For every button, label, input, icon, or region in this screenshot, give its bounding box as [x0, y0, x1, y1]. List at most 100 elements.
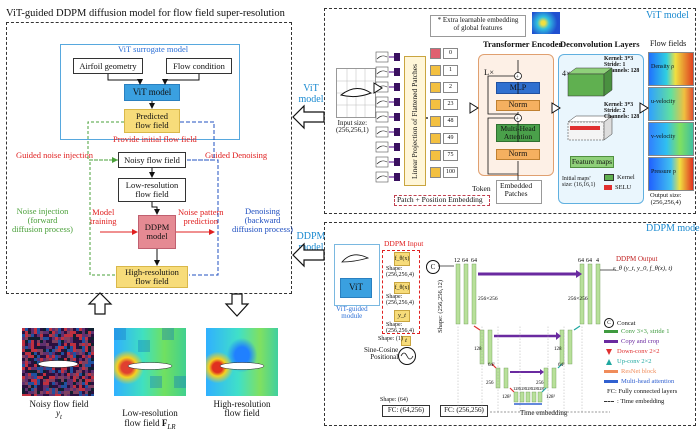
- token-label: Token: [472, 184, 491, 193]
- unet-bar: [471, 263, 477, 325]
- down-arrow-1: [473, 325, 481, 331]
- unet-label: 64: [462, 258, 468, 264]
- unet-bar: [463, 263, 469, 325]
- main-title: ViT-guided DDPM diffusion model for flow…: [6, 8, 285, 19]
- provide-initial-label: Provide initial flow field: [113, 134, 197, 144]
- airfoil-geometry-box: Airfoil geometry: [73, 58, 143, 74]
- ch-128sq-right: 128²: [546, 394, 556, 400]
- vit-guided-label: ViT-guided module: [336, 305, 368, 321]
- unet-label: 4: [596, 258, 599, 264]
- deconv-legend-selu: SELU: [604, 184, 631, 191]
- svg-text:+: +: [516, 117, 520, 123]
- bottom-bar: [537, 391, 543, 403]
- patch-airfoil: [376, 130, 388, 135]
- highres-flow-box: High-resolution flow field: [116, 266, 188, 288]
- unet-bar: [551, 367, 557, 389]
- token-row: 48: [430, 116, 458, 127]
- highres-flow-image: [206, 328, 278, 396]
- unet-bar: [595, 263, 601, 325]
- ch-256-left: 256: [486, 381, 494, 386]
- legend-item-up: Up-conv 2×2: [604, 358, 652, 365]
- kernel-note-1: Kernel: 3*3 Stride: 1 Channels: 128: [604, 56, 640, 75]
- surrogate-frame: [60, 44, 240, 140]
- legend-item-resnet: ResNet block: [604, 368, 656, 375]
- token-row: 23: [430, 99, 458, 110]
- caption-lowres: Low-resolution flow field FLR: [104, 400, 196, 431]
- token-row: 100: [430, 167, 458, 178]
- legend-label-time: : Time embedding: [617, 398, 665, 405]
- noisy-airfoil: [37, 360, 79, 368]
- vit-arrows: [373, 82, 649, 119]
- token-index: 0: [443, 48, 458, 59]
- shape-1: Shape: (256,256,4): [386, 266, 414, 279]
- vit-panel-header: ViT model: [646, 10, 689, 21]
- token-embedding: [430, 150, 441, 161]
- bottom-bar: [513, 391, 519, 403]
- left-panel-frame: [6, 22, 292, 294]
- ddpm-panel-frame: [324, 222, 696, 426]
- patch-airfoil: [376, 70, 388, 75]
- legend-item-mha: Multi-head attention: [604, 378, 674, 385]
- legend-label-up: Up-conv 2×2: [617, 358, 652, 365]
- down-arrow-2: [491, 363, 497, 369]
- flow-field-label: Pressure p: [651, 169, 676, 175]
- ddpm-input-title: DDPM Input: [384, 239, 424, 248]
- legend-item-time: : Time embedding: [604, 398, 664, 405]
- flow-field-tile: Pressure p: [648, 157, 694, 191]
- patch-embed-frame: [394, 195, 490, 206]
- patch-column: [375, 51, 400, 183]
- surrogate-title: ViT surrogate model: [118, 44, 189, 54]
- guided-noise-label: Guided noise injection: [16, 150, 93, 160]
- encoder-title: Transformer Encoder: [483, 39, 563, 49]
- embedded-patches-label: Embedded Patches: [500, 181, 533, 198]
- bottom-ch: 128: [513, 386, 521, 391]
- svg-text:+: +: [516, 75, 520, 81]
- ddpm-output-formula: ε_θ (y_t, y_0, f_θ(x), t): [613, 265, 673, 272]
- caption-lowres-sub: LR: [167, 422, 176, 431]
- flow-field-label: u-velocity: [651, 99, 676, 105]
- shape-3: Shape: (256,256,4): [386, 322, 414, 335]
- shape-64: Shape: (64): [380, 397, 408, 403]
- patch-vector: [394, 143, 400, 151]
- denoising-label: Denoising (backward diffusion process): [232, 206, 293, 234]
- patch-tile: [375, 156, 389, 168]
- unet-bar: [567, 329, 573, 365]
- encoder-lx: L×: [484, 67, 494, 77]
- bottom-ch: 128: [531, 386, 539, 391]
- patch-airfoil: [376, 175, 388, 180]
- vit-panel-frame: [324, 8, 696, 214]
- caption-noisy-symbol: y: [56, 408, 61, 419]
- deconv-times4: 4×: [562, 69, 571, 78]
- global-feature-image: [532, 12, 560, 34]
- token-index: 1: [443, 65, 458, 76]
- flow-field-label: v-velocity: [651, 134, 676, 140]
- patch-tile: [375, 96, 389, 108]
- patch-tile: [375, 141, 389, 153]
- token-embedding: [430, 82, 441, 93]
- left-connectors: [87, 74, 219, 276]
- flow-field-label: Density ρ: [651, 64, 675, 70]
- copy-arrow-head-1: [576, 270, 582, 278]
- hollow-arrows-left: [87, 292, 250, 317]
- selu-legend-swatch: [604, 185, 612, 190]
- token-embedding: [430, 116, 441, 127]
- unet-bar: [455, 263, 461, 325]
- flow-field-tile: Density ρ: [648, 52, 694, 86]
- legend-item-conv: Conv 3×3, stride 1: [604, 328, 669, 335]
- kernel-legend-swatch: [604, 174, 614, 181]
- ddpm-panel-header: DDPM model: [646, 223, 700, 234]
- token-index: 48: [443, 116, 458, 127]
- input-f2: f_θ(x): [394, 282, 410, 294]
- noise-injection-label: Noise injection (forward diffusion proce…: [12, 206, 73, 234]
- bottom-bar: [531, 391, 537, 403]
- linear-projection-bar: Linear Projection of Flattened Patches: [404, 56, 426, 186]
- patch-vector: [394, 158, 400, 166]
- patch-airfoil: [376, 160, 388, 165]
- fc2-box: FC: (256,256): [440, 405, 488, 417]
- token-row: 75: [430, 150, 458, 161]
- ddpm-model-box: DDPM model: [138, 215, 176, 249]
